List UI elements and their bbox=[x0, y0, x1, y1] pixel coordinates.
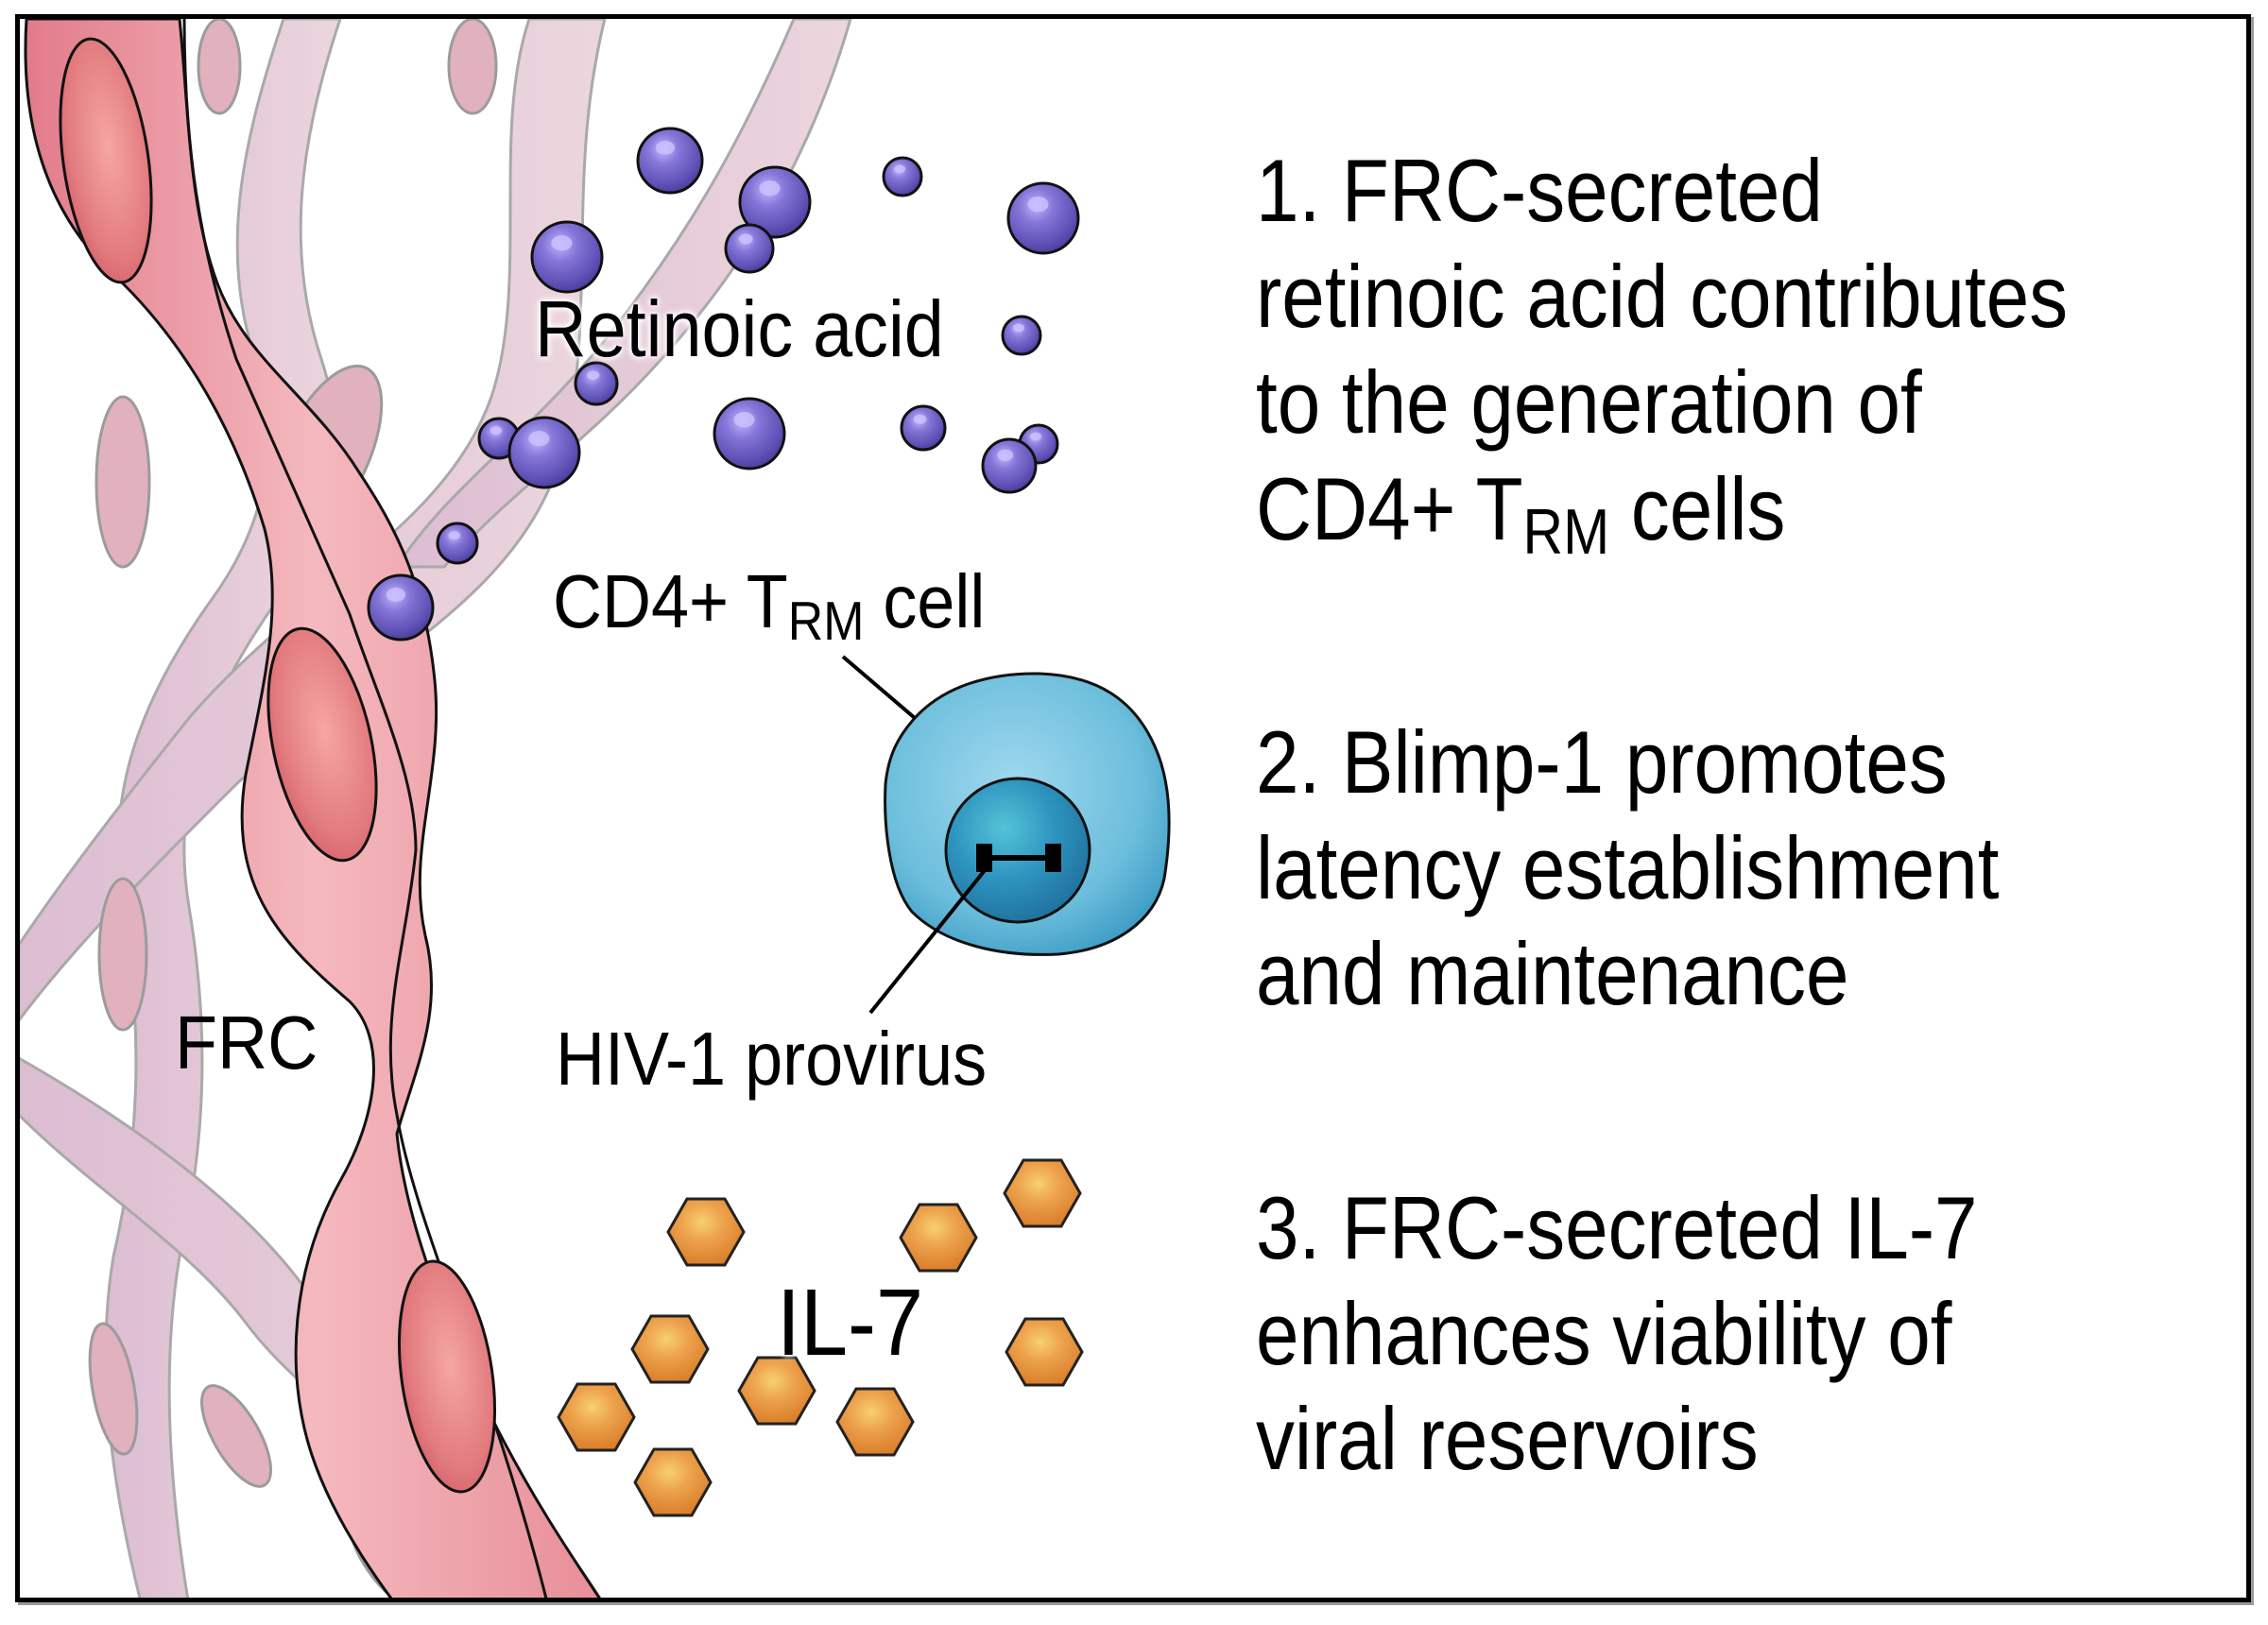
frc-nucleus bbox=[59, 37, 153, 284]
cells-suffix: cells bbox=[1609, 459, 1786, 558]
step-line: to the generation of bbox=[1256, 352, 1922, 452]
tcell-nucleus bbox=[944, 777, 1091, 924]
trm-subscript: RM bbox=[787, 590, 865, 652]
retinoic-acid-sphere-icon bbox=[636, 127, 704, 195]
il7-label: IL-7 bbox=[777, 1270, 924, 1376]
retinoic-acid-sphere-icon bbox=[530, 220, 604, 294]
retinoic-acid-sphere-icon bbox=[1001, 315, 1042, 356]
cd4-prefix: CD4+ T bbox=[553, 559, 788, 643]
hiv-provirus-label: HIV-1 provirus bbox=[556, 1017, 988, 1101]
cd4-suffix: cell bbox=[864, 559, 986, 643]
il7-hexagon-icon bbox=[1005, 1317, 1084, 1387]
retinoic-acid-sphere-icon bbox=[1006, 181, 1080, 255]
il7-molecules bbox=[557, 1158, 1084, 1517]
step-line: and maintenance bbox=[1256, 924, 1849, 1023]
faint-nucleus bbox=[197, 19, 242, 115]
retinoic-acid-sphere-icon bbox=[724, 223, 775, 274]
retinoic-acid-sphere-icon bbox=[574, 361, 619, 406]
cd4-prefix: CD4+ T bbox=[1256, 459, 1523, 558]
il7-hexagon-icon bbox=[630, 1314, 710, 1384]
retinoic-acid-molecules bbox=[367, 127, 1080, 641]
frc-main-cell bbox=[24, 19, 601, 1598]
frc-nucleus bbox=[266, 626, 378, 863]
step-line: 1. FRC-secreted bbox=[1256, 141, 1823, 240]
retinoic-acid-sphere-icon bbox=[981, 437, 1038, 494]
il7-hexagon-icon bbox=[737, 1356, 816, 1426]
cd4-leader-line bbox=[841, 655, 917, 720]
retinoic-acid-sphere-icon bbox=[507, 416, 581, 489]
frc-nucleus bbox=[397, 1259, 497, 1494]
step-line: viral reservoirs bbox=[1256, 1389, 1759, 1488]
frc-label: FRC bbox=[175, 1001, 318, 1085]
retinoic-acid-sphere-icon bbox=[436, 522, 479, 565]
step-line: CD4+ TRM cells bbox=[1256, 465, 1785, 565]
retinoic-acid-sphere-icon bbox=[367, 573, 435, 641]
il7-hexagon-icon bbox=[666, 1197, 746, 1267]
provirus-leader-line bbox=[868, 867, 988, 1015]
step-line: enhances viability of bbox=[1256, 1284, 1952, 1383]
retinoic-acid-sphere-icon bbox=[713, 397, 786, 470]
retinoic-acid-sphere-icon bbox=[738, 165, 812, 239]
step-line: 3. FRC-secreted IL-7 bbox=[1256, 1178, 1978, 1277]
il7-hexagon-icon bbox=[633, 1447, 713, 1517]
faint-nucleus bbox=[88, 1322, 139, 1456]
il7-hexagon-icon bbox=[557, 1382, 636, 1452]
provirus-icon bbox=[976, 844, 1061, 872]
step-line: 2. Blimp-1 promotes bbox=[1256, 712, 1948, 812]
il7-hexagon-icon bbox=[835, 1387, 915, 1457]
faint-nucleus bbox=[94, 395, 151, 569]
trm-subscript: RM bbox=[1522, 496, 1610, 568]
il7-hexagon-icon bbox=[1003, 1158, 1082, 1228]
retinoic-acid-sphere-icon bbox=[882, 156, 923, 197]
step-line: retinoic acid contributes bbox=[1256, 247, 2069, 346]
il7-hexagon-icon bbox=[899, 1203, 978, 1273]
cd4-trm-cell bbox=[884, 672, 1171, 956]
faint-nucleus bbox=[200, 1384, 272, 1488]
figure-frame bbox=[15, 14, 2251, 1602]
step-line: latency establishment bbox=[1256, 818, 2000, 917]
retinoic-acid-sphere-icon bbox=[900, 404, 947, 452]
faint-nucleus bbox=[447, 19, 498, 115]
faint-nucleus bbox=[97, 877, 148, 1032]
cd4-trm-cell-label: CD4+ TRM cell bbox=[553, 564, 985, 649]
retinoic-acid-label: Retinoic acid bbox=[535, 284, 944, 373]
